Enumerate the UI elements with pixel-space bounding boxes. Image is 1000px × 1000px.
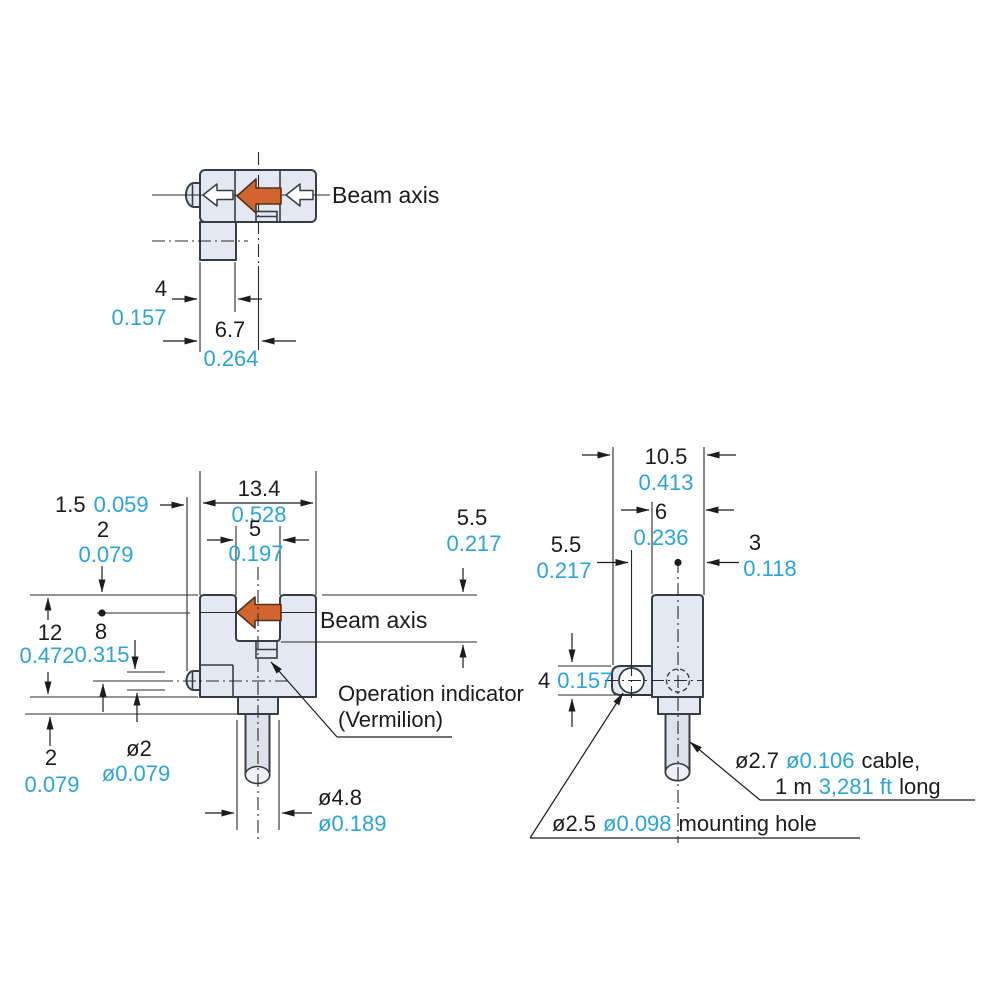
- dim-dia4-8-in: ø0.189: [318, 811, 387, 836]
- side-view-cable-boot: [657, 696, 701, 715]
- mounting-hole-leader: [529, 692, 624, 839]
- dim-5-5-side-in: 0.217: [536, 558, 591, 583]
- dim-10-5-mm: 10.5: [645, 444, 688, 469]
- dim-5-in: 0.197: [228, 541, 283, 566]
- dim-5-mm: 5: [249, 516, 261, 541]
- operation-indicator-label-1: Operation indicator: [338, 681, 524, 706]
- dim-dia4-8-mm: ø4.8: [318, 785, 362, 810]
- dim-2-top-mm: 2: [97, 517, 109, 542]
- dim-5-5-front-in: 0.217: [446, 531, 501, 556]
- dim-2-top-in: 0.079: [78, 542, 133, 567]
- dim-13-4-mm: 13.4: [238, 476, 281, 501]
- dim-2-bot-mm: 2: [45, 745, 57, 770]
- dim-12-mm: 12: [38, 620, 62, 645]
- dim-8-mm: 8: [95, 619, 107, 644]
- dim-3-mm: 3: [749, 530, 761, 555]
- dim-12-in: 0.472: [19, 643, 74, 668]
- dim-4-mm: 4: [155, 276, 167, 301]
- dim-10-5-in: 0.413: [638, 470, 693, 495]
- dim-5-5-side-mm: 5.5: [551, 532, 582, 557]
- operation-indicator-leader: [270, 661, 338, 738]
- cable-leader: [689, 741, 761, 801]
- top-beam-axis-label: Beam axis: [332, 182, 439, 208]
- dim-2-bot-in: 0.079: [24, 772, 79, 797]
- dim-13-4-in: 0.528: [231, 502, 286, 527]
- front-beam-arrow-orange-icon: [236, 596, 282, 629]
- top-view: Beam axis 4 0.157 6.7 0.264: [111, 152, 439, 371]
- operation-indicator-label-2: (Vermilion): [338, 707, 443, 732]
- beam-arrow-right-icon: [285, 183, 314, 207]
- beam-axis-point: [674, 558, 682, 567]
- front-beam-axis-label: Beam axis: [320, 607, 427, 633]
- dim-8-in: 0.315: [74, 642, 129, 667]
- dim-dia2-mm: ø2: [126, 736, 152, 761]
- beam-axis-datum-dot: [98, 609, 106, 617]
- dim-3-in: 0.118: [743, 556, 796, 581]
- dim-dia2-in: ø0.079: [102, 761, 171, 786]
- dim-4-in: 0.157: [111, 305, 166, 330]
- dim-6-7-mm: 6.7: [215, 317, 246, 342]
- dim-6-mm: 6: [655, 499, 667, 524]
- beam-arrow-left-icon: [202, 183, 234, 207]
- dim-6-7-in: 0.264: [203, 346, 258, 371]
- dim-6-in: 0.236: [633, 525, 688, 550]
- dim-5-5-front-mm: 5.5: [457, 505, 488, 530]
